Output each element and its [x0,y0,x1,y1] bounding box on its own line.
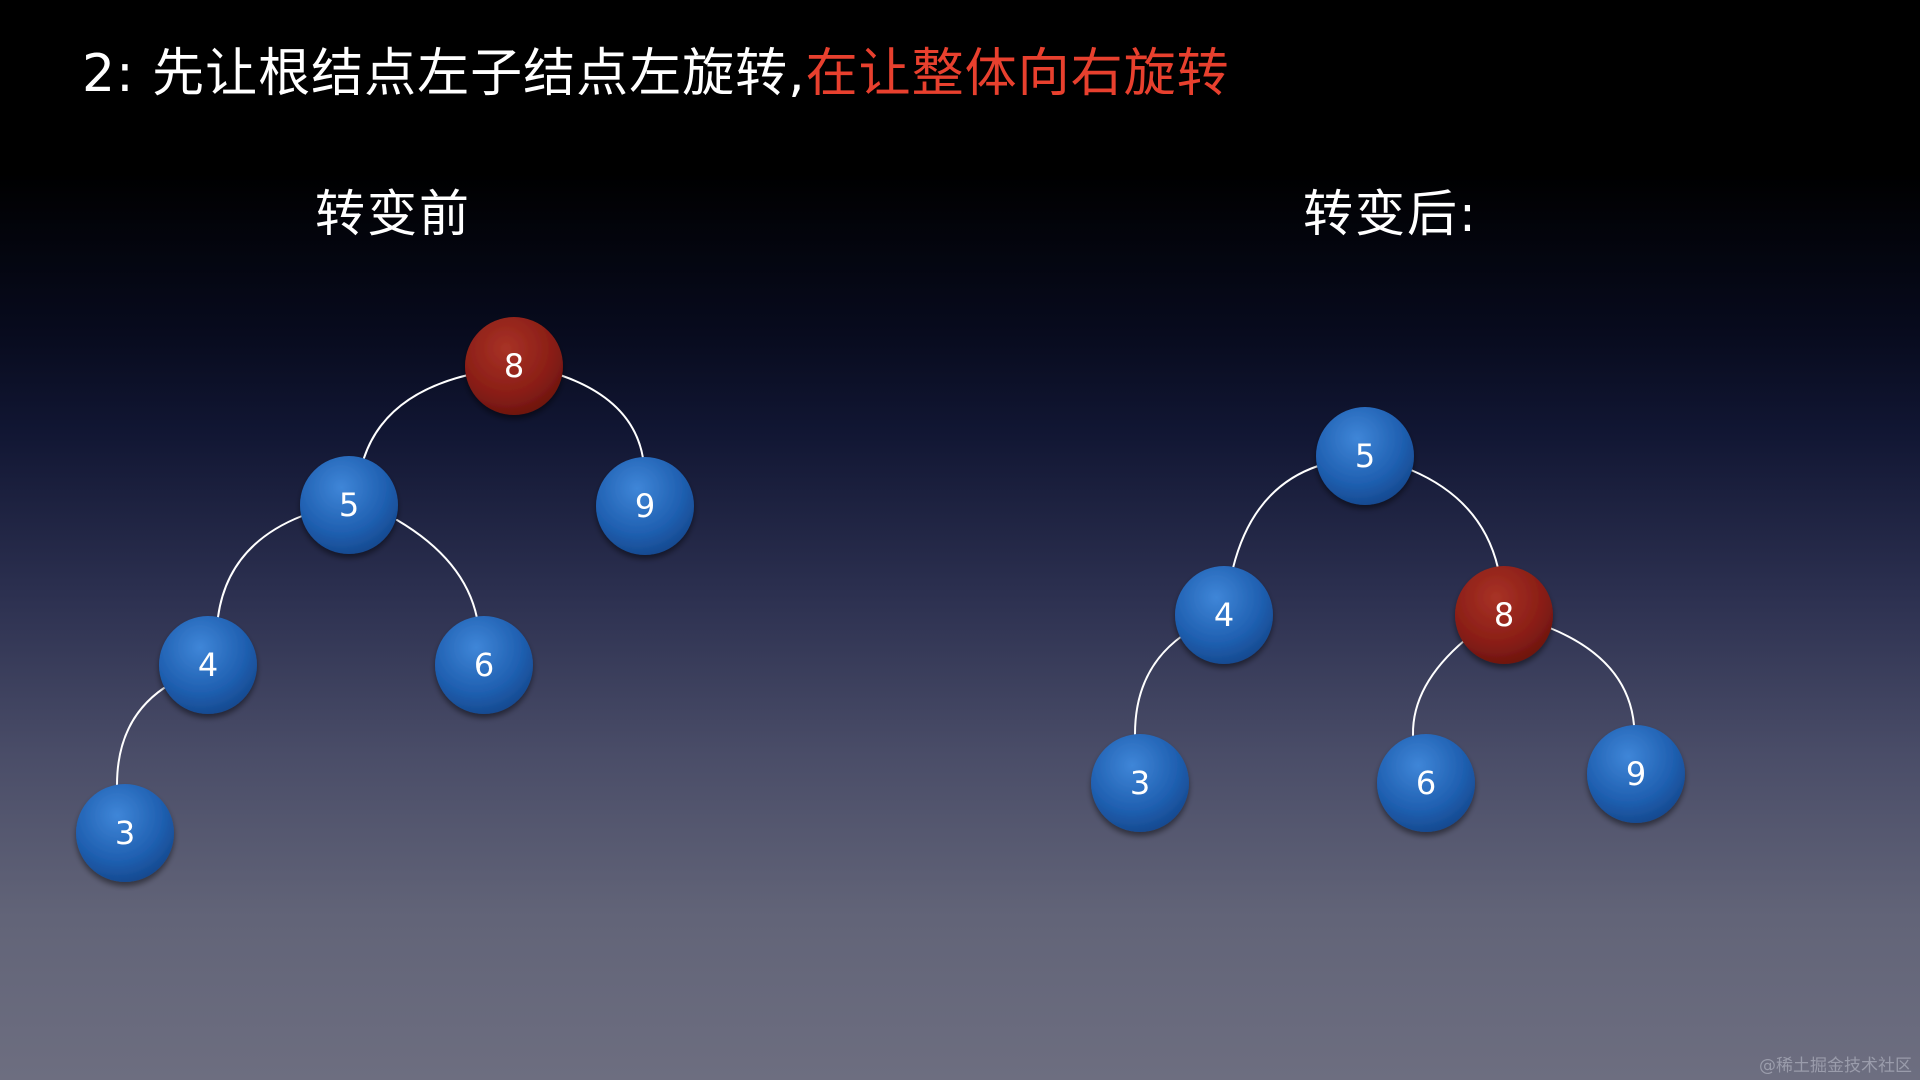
svg-text:8: 8 [1494,596,1514,634]
svg-text:9: 9 [1626,755,1646,793]
tree-node: 9 [596,457,694,555]
edge-8-9 [559,374,644,459]
edge-5-4 [217,515,303,618]
svg-text:6: 6 [474,646,494,684]
svg-text:3: 3 [1130,764,1150,802]
edge-4-3 [1134,635,1183,735]
svg-text:8: 8 [504,347,524,385]
svg-text:9: 9 [635,487,655,525]
title-highlight: 在让整体向右旋转 [805,44,1230,104]
edge-8-9 [1549,627,1635,726]
tree-node: 8 [465,317,563,415]
before-tree: 8 5 9 4 6 3 [76,317,694,882]
tree-node: 6 [435,616,533,714]
svg-text:3: 3 [115,814,135,852]
after-label: 转变后: [1303,185,1478,243]
edge-4-3 [116,687,165,786]
edge-5-4 [1232,465,1319,569]
before-label: 转变前 [315,185,471,243]
edge-8-5 [363,374,469,459]
svg-text:5: 5 [339,486,359,524]
edge-5-6 [396,519,478,619]
title-prefix: 2: 先让根结点左子结点左旋转, [82,44,806,104]
tree-node: 4 [1175,566,1273,664]
tree-node: 3 [76,784,174,882]
tree-node: 4 [159,616,257,714]
svg-text:4: 4 [198,646,218,684]
svg-text:4: 4 [1214,596,1234,634]
tree-node: 6 [1377,734,1475,832]
edge-8-6 [1411,639,1466,736]
edge-5-8 [1410,469,1499,569]
tree-node: 9 [1587,725,1685,823]
tree-node: 5 [1316,407,1414,505]
watermark: @稀土掘金技术社区 [1759,1056,1912,1076]
after-tree: 5 4 8 3 6 9 [1091,407,1685,832]
tree-node: 3 [1091,734,1189,832]
svg-text:6: 6 [1416,764,1436,802]
slide-title: 2: 先让根结点左子结点左旋转,在让整体向右旋转 [82,38,1230,110]
tree-node: 5 [300,456,398,554]
svg-text:5: 5 [1355,437,1375,475]
tree-node: 8 [1455,566,1553,664]
